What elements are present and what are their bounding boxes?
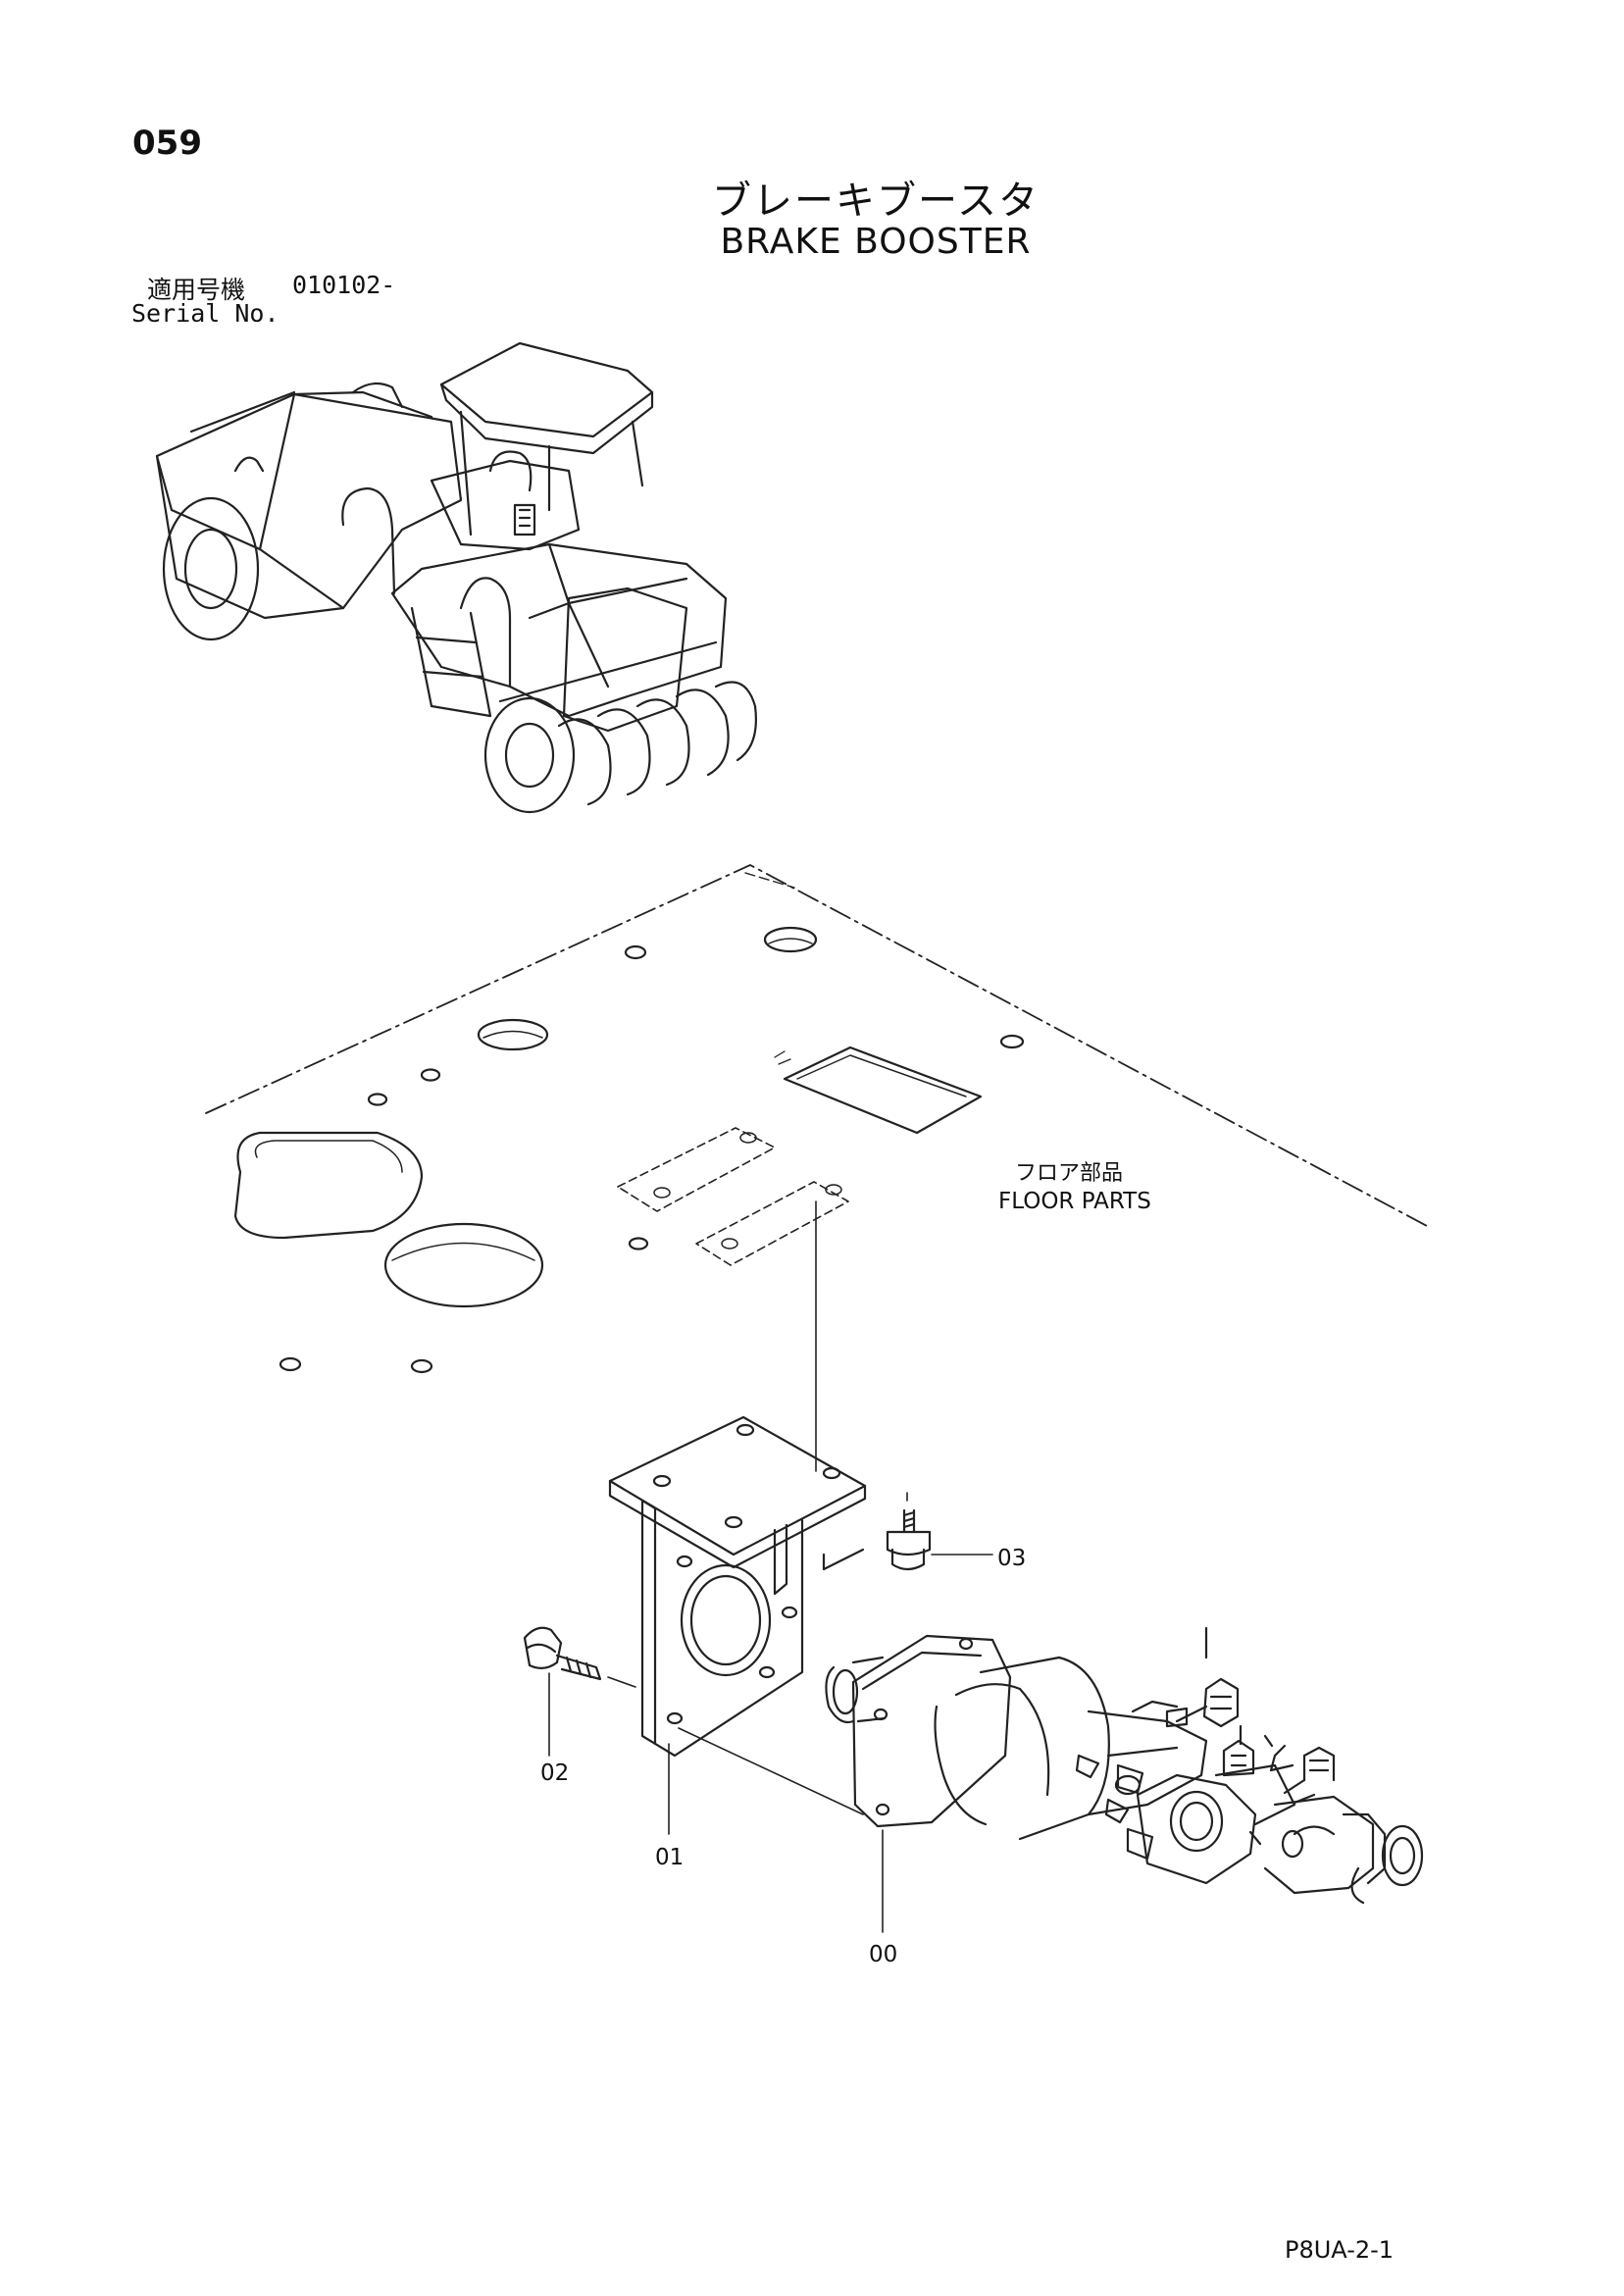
part-number-02[interactable]: 02 <box>540 1760 570 1786</box>
bolt-part-02 <box>523 1626 636 1757</box>
serial-number-value: 010102- <box>292 271 396 299</box>
bolt-part-03 <box>886 1492 993 1571</box>
page-title: BRAKE BOOSTER <box>720 222 1032 262</box>
roller-machine-illustration <box>155 341 757 814</box>
part-number-00[interactable]: 00 <box>869 1942 898 1967</box>
page-number: 059 <box>132 124 202 163</box>
bracket-part-01 <box>608 1415 867 1758</box>
floor-plate <box>205 864 1428 1374</box>
part-number-01[interactable]: 01 <box>655 1845 685 1870</box>
serial-label-japanese: 適用号機 <box>147 276 246 304</box>
footer-page-code: P8UA-2-1 <box>1285 2236 1395 2264</box>
page-title-japanese: ブレーキブースタ <box>712 179 1040 224</box>
serial-label: Serial No. <box>131 299 279 328</box>
floor-parts-label: FLOOR PARTS <box>998 1189 1151 1214</box>
part-number-03[interactable]: 03 <box>997 1546 1027 1571</box>
brake-booster-part-00 <box>825 1626 1424 1905</box>
floor-parts-label-japanese: フロア部品 <box>1015 1161 1124 1186</box>
